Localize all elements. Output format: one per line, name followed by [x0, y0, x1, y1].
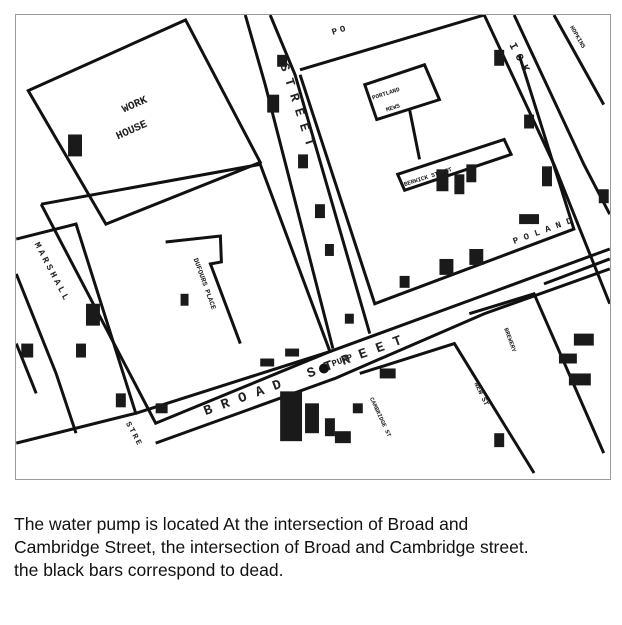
death-bar: [260, 358, 275, 367]
upper-block-top: [299, 15, 485, 72]
lower-block-cambridge: [359, 341, 536, 474]
death-bars: [21, 49, 609, 448]
portland-top-label: PO: [331, 23, 350, 38]
death-bar: [21, 343, 34, 358]
workhouse-building: [26, 18, 263, 226]
portland-mews-building: [362, 62, 442, 122]
brewery-block: [468, 291, 606, 454]
death-bar: [352, 403, 363, 414]
cambridge-street-label: CAMBRIDGE ST: [368, 396, 393, 438]
death-bar: [454, 174, 465, 195]
portland-mews-label-1: PORTLAND: [371, 86, 401, 102]
vertical-street-left: [243, 15, 335, 349]
death-bar: [436, 169, 449, 192]
death-bar: [324, 418, 335, 437]
death-bar: [542, 166, 552, 187]
work-house-label-2: HOUSE: [115, 119, 150, 143]
broad-street-upper-edge: [135, 247, 610, 415]
upper-middle-block: [298, 54, 576, 306]
dufours-place-label: DUFOURS PLACE: [191, 257, 217, 311]
brewery-label: BREWERY: [502, 327, 517, 353]
death-bar: [379, 368, 396, 379]
death-bar: [524, 114, 535, 129]
death-bar: [267, 94, 280, 113]
death-bar: [180, 293, 189, 306]
left-street-edge: [16, 343, 38, 394]
death-bar: [344, 313, 354, 324]
right-street-left: [482, 15, 610, 305]
death-bar: [324, 244, 334, 256]
map-image: WORK HOUSE BROAD STREET PUMP PORTLAND ME…: [15, 14, 611, 480]
water-pump-marker: [318, 363, 329, 374]
map-svg: WORK HOUSE BROAD STREET PUMP PORTLAND ME…: [16, 15, 610, 474]
death-bar: [469, 248, 484, 265]
death-bar: [298, 154, 309, 169]
berwick-street-box: [395, 137, 514, 193]
death-bar: [558, 353, 577, 364]
death-bar: [285, 348, 300, 357]
lower-right-block: [543, 257, 610, 286]
death-bar: [494, 433, 505, 448]
death-bar: [280, 391, 303, 442]
death-bar: [305, 403, 319, 434]
death-bar: [314, 204, 325, 219]
death-bar: [68, 134, 82, 157]
death-bar: [598, 189, 609, 204]
right-street-far: [552, 15, 606, 106]
broad-street-lower-edge: [155, 267, 610, 445]
death-bar: [399, 275, 410, 288]
vertical-street-label: STREET: [276, 61, 319, 155]
death-bar: [439, 258, 454, 275]
death-bar: [573, 333, 594, 346]
work-house-label-1: WORK: [121, 94, 150, 116]
death-bar: [277, 54, 288, 67]
map-caption: The water pump is located At the interse…: [14, 514, 529, 580]
dufours-place-outline: [165, 234, 242, 345]
mews-passage: [408, 109, 422, 160]
death-bar: [568, 373, 591, 386]
death-bar: [334, 431, 351, 444]
marshall-street-edge: [16, 273, 78, 434]
block-left: [16, 222, 138, 445]
vertical-street-right: [268, 15, 372, 335]
death-bar: [115, 393, 126, 408]
death-bar: [466, 164, 477, 183]
death-bar: [76, 343, 86, 358]
death-bar: [85, 303, 100, 326]
death-bar: [519, 214, 540, 225]
death-bar: [494, 49, 505, 66]
portland-mews-label-2: MEWS: [385, 102, 401, 113]
death-bar: [155, 403, 168, 414]
stre-left-label: STRE: [123, 420, 144, 448]
street-outlines: [16, 15, 610, 474]
